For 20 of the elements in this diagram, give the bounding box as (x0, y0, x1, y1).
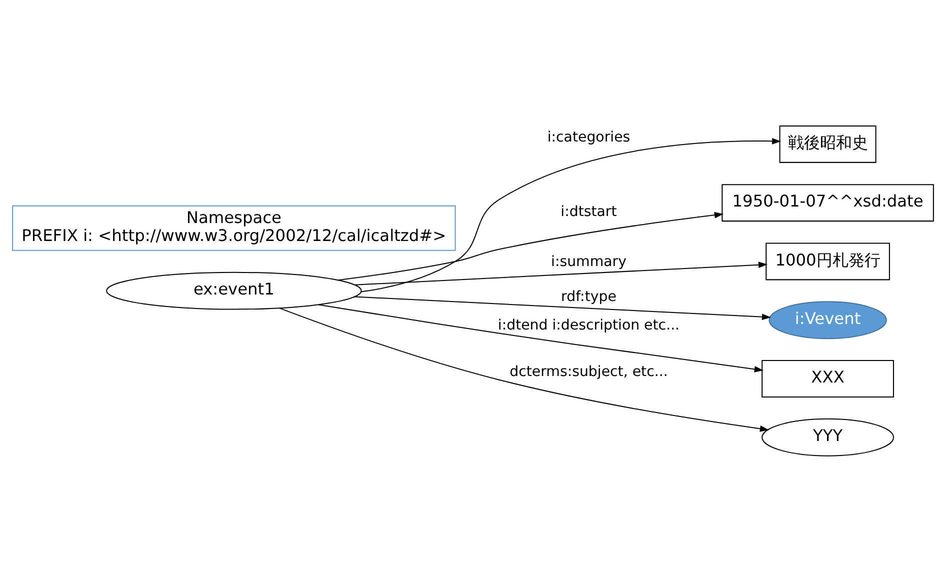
node-box: 戦後昭和史 (779, 126, 876, 163)
arrow (354, 262, 768, 286)
node-ellipse: i:Vevent (768, 301, 887, 340)
arrow (354, 296, 772, 320)
edge-label: i:summary (551, 254, 626, 270)
edge-label: i:dtend i:description etc... (498, 317, 680, 334)
node-box: XXX (762, 360, 894, 398)
arrow (338, 212, 724, 281)
node-box: 1950-01-07^^xsd:date (722, 184, 934, 222)
arrow (279, 308, 770, 432)
arrow (318, 304, 764, 372)
node-ellipse: YYY (762, 418, 894, 456)
edge-label: dcterms:subject, etc... (510, 364, 668, 380)
edge-label: rdf:type (561, 289, 616, 306)
arrow (361, 138, 782, 292)
node-ellipse: ex:event1 (106, 272, 362, 310)
node-box: 1000円札発行 (766, 242, 890, 280)
edge-label: i:categories (547, 129, 630, 146)
node-box: Namespace PREFIX i: <http://www.w3.org/2002/12/cal/icaltzd#> (12, 205, 456, 251)
edge-label: i:dtstart (560, 204, 617, 220)
